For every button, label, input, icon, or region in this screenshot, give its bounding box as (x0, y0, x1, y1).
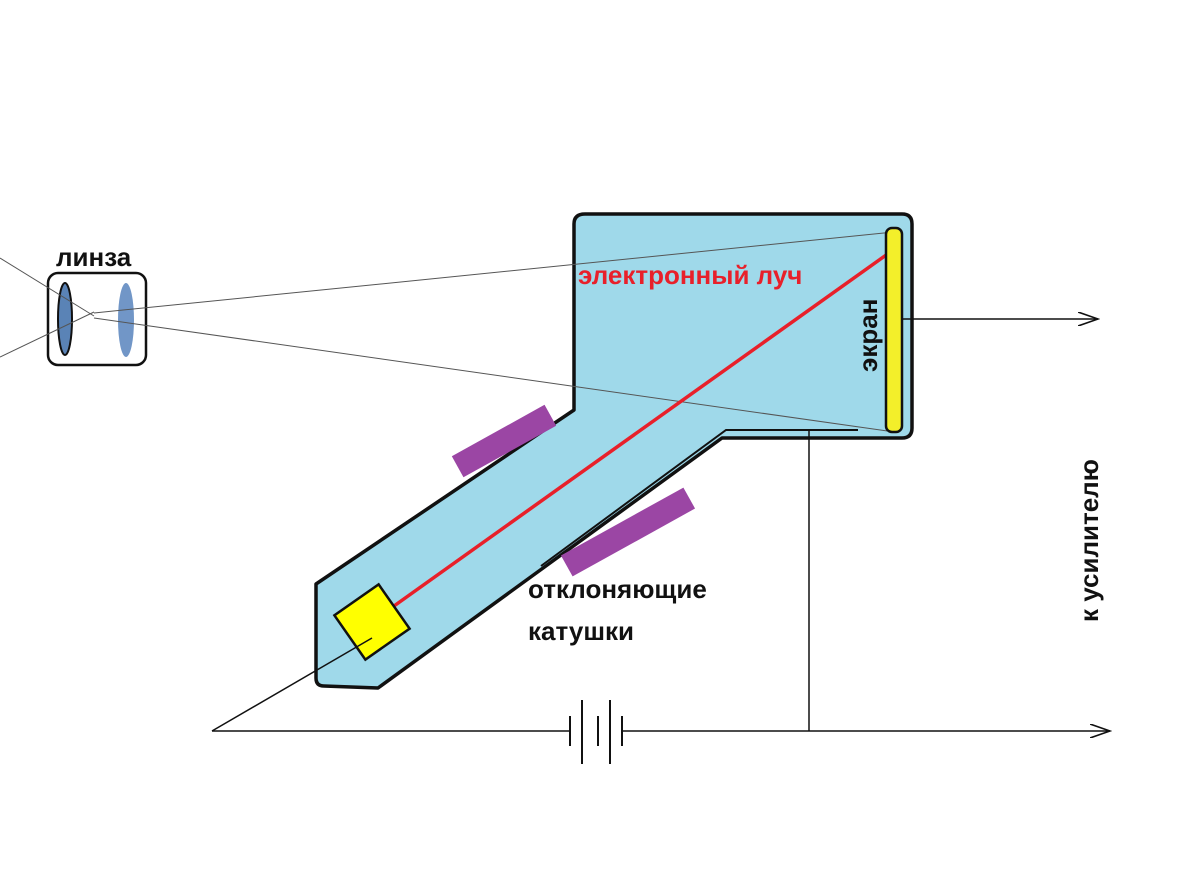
deflecting-coil-upper (451, 404, 557, 478)
optical-ray-lower (93, 317, 895, 433)
to-amplifier-label: к усилителю (1074, 459, 1104, 622)
cathode-emitter (332, 582, 412, 662)
incoming-ray-top (0, 257, 95, 317)
electron-beam-label: электронный луч (578, 260, 802, 290)
lens-front-element (57, 282, 73, 356)
battery-icon (569, 700, 623, 764)
lens-back-element (118, 283, 134, 357)
screen-label: экран (853, 299, 883, 372)
deflecting-coils-label-line2: катушки (528, 616, 634, 646)
inner-electrode-line (540, 429, 858, 567)
cathode-wire (211, 637, 373, 732)
lens-label: линза (56, 242, 132, 272)
deflecting-coils-label-line1: отклоняющие (528, 574, 707, 604)
screen-plate (884, 226, 904, 434)
optical-ray-upper (93, 231, 895, 314)
deflecting-coil-lower (560, 487, 696, 577)
incoming-ray-bottom (0, 311, 95, 358)
electron-beam (392, 251, 891, 608)
